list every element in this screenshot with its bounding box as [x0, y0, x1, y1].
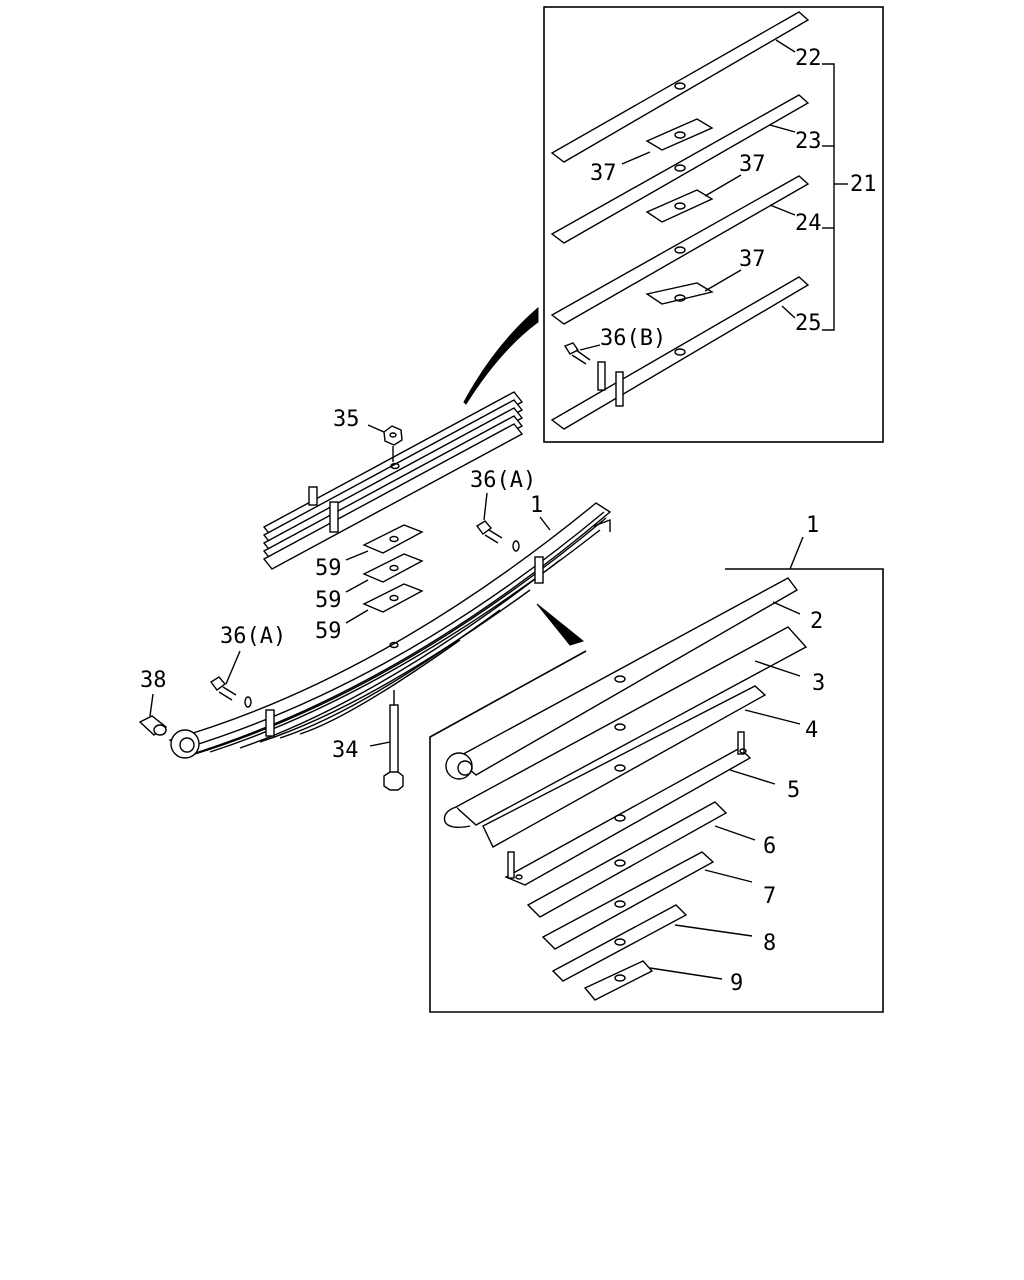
nut-35 [383, 425, 403, 462]
callout-1-main: 1 [530, 493, 543, 518]
callout-3: 3 [812, 671, 825, 696]
callout-23: 23 [795, 129, 822, 154]
callout-37-a: 37 [590, 161, 617, 186]
callout-59-c: 59 [315, 619, 342, 644]
callout-36b: 36(B) [600, 326, 666, 351]
callout-36a-top: 36(A) [470, 468, 536, 493]
leaf-7 [541, 851, 753, 950]
bolt-36a-left [209, 676, 237, 701]
pointer-to-detail-21 [463, 306, 539, 405]
bracket-21 [822, 63, 835, 331]
callout-37-c: 37 [739, 247, 766, 272]
callout-25: 25 [795, 311, 822, 336]
detail-frame-assembly-1 [429, 568, 884, 1013]
main-spring-1 [168, 502, 612, 759]
callout-1-detail: 1 [806, 513, 819, 538]
callout-7: 7 [763, 884, 776, 909]
leaf-22 [550, 11, 810, 163]
shim-59-a [362, 524, 424, 554]
detail-frame-assembly-21 [543, 6, 884, 443]
callout-24: 24 [795, 211, 822, 236]
leaf-2 [445, 577, 801, 780]
callout-5: 5 [787, 778, 800, 803]
callout-35: 35 [333, 407, 360, 432]
leaf-25 [550, 276, 810, 430]
shim-59-b [362, 553, 424, 583]
callout-2: 2 [810, 609, 823, 634]
callout-37-b: 37 [739, 152, 766, 177]
shim-59-c [362, 583, 424, 613]
bushing-38 [138, 715, 168, 736]
leaf-9 [583, 960, 723, 1001]
leaf-3 [443, 626, 808, 829]
bolt-36a-top [475, 520, 503, 544]
pointer-to-detail-1 [536, 603, 585, 646]
callout-59-b: 59 [315, 588, 342, 613]
spring-pack-21-assembled [262, 391, 524, 570]
leaf-5 [504, 731, 776, 886]
callout-21: 21 [850, 172, 877, 197]
callout-4: 4 [805, 718, 818, 743]
leaf-6 [526, 801, 756, 918]
callout-6: 6 [763, 834, 776, 859]
callout-59-a: 59 [315, 556, 342, 581]
bolt-36b [563, 342, 591, 365]
leaf-4 [482, 685, 801, 848]
callout-9: 9 [730, 971, 743, 996]
bolt-34 [383, 690, 404, 791]
callout-38: 38 [140, 668, 167, 693]
leaf-8 [551, 904, 753, 982]
callout-22: 22 [795, 46, 822, 71]
callout-8: 8 [763, 931, 776, 956]
leaf-24 [550, 175, 810, 325]
callout-34: 34 [332, 738, 359, 763]
leaf-23 [550, 94, 810, 244]
callout-36a-left: 36(A) [220, 624, 286, 649]
